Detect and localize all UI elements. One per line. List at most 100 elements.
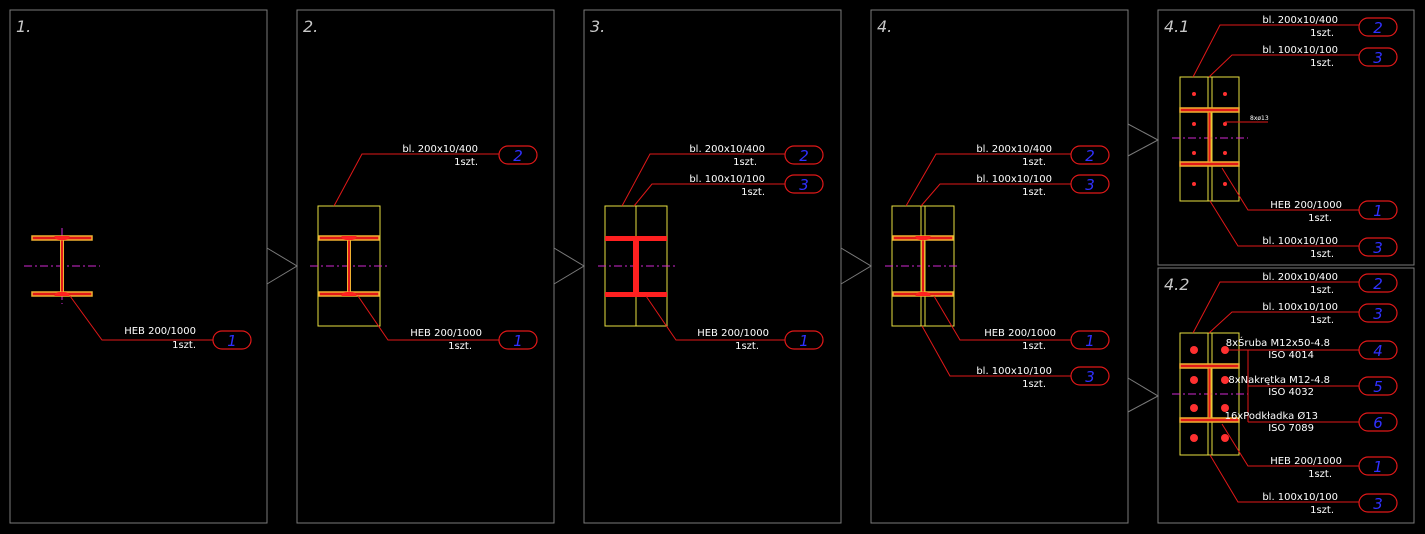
bubble-3 xyxy=(1358,237,1398,257)
web xyxy=(1207,367,1212,419)
bubble-5 xyxy=(1358,376,1398,396)
bubble-5-num: 5 xyxy=(1373,378,1383,396)
label-heb: HEB 200/1000 xyxy=(697,328,769,339)
label-qty: 1szt. xyxy=(1310,285,1334,296)
leader-plate100 xyxy=(1208,311,1360,334)
panel-4-title: 4. xyxy=(877,17,892,36)
leader-heb xyxy=(645,295,786,341)
leader-heb xyxy=(357,295,500,341)
panel-3-frame xyxy=(583,9,842,524)
bubble-3-num: 3 xyxy=(1373,49,1383,67)
flange-top xyxy=(1179,363,1240,369)
bolt xyxy=(1221,404,1229,412)
bubble-3 xyxy=(1358,47,1398,67)
bubble-3 xyxy=(1070,174,1110,194)
bubble-1-num: 1 xyxy=(1373,458,1383,476)
bubble-6-num: 6 xyxy=(1373,414,1383,432)
leader-plate400 xyxy=(905,153,1072,207)
label-qty: 1szt. xyxy=(448,341,472,352)
label-qty: 1szt. xyxy=(1310,58,1334,69)
panel-2: 2. bl. 200x10/400 1szt. 2 HEB 200/1000 1… xyxy=(296,9,555,524)
bubble-1 xyxy=(212,330,252,350)
bubble-4 xyxy=(1358,340,1398,360)
panel-2-title: 2. xyxy=(303,17,318,36)
bolt-hole xyxy=(1192,182,1196,186)
leader-plate400 xyxy=(1192,24,1360,78)
label-plate100: bl. 100x10/100 xyxy=(1262,492,1338,503)
bubble-1 xyxy=(784,330,824,350)
arrow-1-2 xyxy=(266,247,298,285)
label-plate400: bl. 200x10/400 xyxy=(1262,15,1338,26)
panel-1-frame xyxy=(9,9,268,524)
panel-3: 3. bl. 200x10/400 1szt. 2 bl. 100x10/100… xyxy=(583,9,842,524)
label-qty: 1szt. xyxy=(1310,315,1334,326)
flange-top xyxy=(1179,107,1240,113)
bubble-6 xyxy=(1358,412,1398,432)
bolt-hole xyxy=(1223,182,1227,186)
label-bolt: 8xŚruba M12x50-4.8 xyxy=(1226,336,1330,349)
label-plate400: bl. 200x10/400 xyxy=(1262,272,1338,283)
leader-plate400 xyxy=(621,153,786,207)
label-qty: 1szt. xyxy=(1022,157,1046,168)
label-plate400: bl. 200x10/400 xyxy=(689,144,765,155)
panel-4-1: 4.1 8xø13 bl. 200x10/400 1szt. 2 bl. 100… xyxy=(1157,9,1415,266)
bubble-3-num: 3 xyxy=(1085,176,1095,194)
leader-heb xyxy=(1221,423,1360,467)
label-qty: 1szt. xyxy=(1022,341,1046,352)
leader-heb xyxy=(933,295,1072,341)
panel-4-2-frame xyxy=(1157,267,1415,524)
bubble-2 xyxy=(498,145,538,165)
bubble-3 xyxy=(1358,493,1398,513)
bubble-2-num: 2 xyxy=(1085,147,1095,165)
bubble-3 xyxy=(1358,303,1398,323)
bubble-3-num: 3 xyxy=(1085,368,1095,386)
bubble-2-num: 2 xyxy=(1373,19,1383,37)
bubble-2 xyxy=(1358,17,1398,37)
flange-bottom xyxy=(1179,161,1240,167)
leader-plate100 xyxy=(920,183,1072,207)
panel-2-frame xyxy=(296,9,555,524)
panel-4-2-title: 4.2 xyxy=(1164,275,1189,294)
bolt xyxy=(1190,434,1198,442)
bubble-2-num: 2 xyxy=(1373,275,1383,293)
panel-4-1-title: 4.1 xyxy=(1164,17,1189,36)
label-bolt-std: ISO 4014 xyxy=(1268,350,1314,361)
arrow-2-3 xyxy=(553,247,585,285)
label-nut: 8xNakrętka M12-4.8 xyxy=(1228,375,1330,386)
bubble-2 xyxy=(784,145,824,165)
label-heb: HEB 200/1000 xyxy=(1270,456,1342,467)
bubble-3-num: 3 xyxy=(799,176,809,194)
leader-plate100-b xyxy=(1209,200,1360,247)
bubble-1 xyxy=(498,330,538,350)
label-heb: HEB 200/1000 xyxy=(1270,200,1342,211)
label-holes: 8xø13 xyxy=(1250,115,1269,122)
bubble-4-num: 4 xyxy=(1373,342,1383,360)
label-qty: 1szt. xyxy=(741,187,765,198)
weld-web xyxy=(633,241,639,292)
label-qty: 1szt. xyxy=(1310,505,1334,516)
bubble-1-num: 1 xyxy=(799,332,809,350)
panel-4-2: 4.2 bl. 200x10/400 1szt. 2 bl. 100x10/10… xyxy=(1157,267,1415,524)
bubble-3-num: 3 xyxy=(1373,239,1383,257)
label-plate400: bl. 200x10/400 xyxy=(402,144,478,155)
label-heb: HEB 200/1000 xyxy=(124,326,196,337)
label-qty: 1szt. xyxy=(1308,469,1332,480)
bubble-1-num: 1 xyxy=(513,332,523,350)
panel-3-title: 3. xyxy=(590,17,605,36)
label-heb: HEB 200/1000 xyxy=(410,328,482,339)
bubble-3-num: 3 xyxy=(1373,305,1383,323)
leader-plate100-b xyxy=(921,325,1072,377)
label-qty: 1szt. xyxy=(454,157,478,168)
bubble-3 xyxy=(1070,366,1110,386)
panel-1-title: 1. xyxy=(16,17,31,36)
panel-1: 1. HEB 200/1000 1szt. 1 xyxy=(9,9,268,524)
panel-4: 4. bl. 200x10/400 1szt. 2 bl. 100x10/100… xyxy=(870,9,1129,524)
leader-heb xyxy=(1221,167,1360,211)
bubble-1-num: 1 xyxy=(1373,202,1383,220)
label-plate100: bl. 100x10/100 xyxy=(1262,236,1338,247)
leader-plate100 xyxy=(633,183,786,207)
bolt-hole xyxy=(1223,122,1227,126)
bolt-hole xyxy=(1192,122,1196,126)
label-plate400: bl. 200x10/400 xyxy=(976,144,1052,155)
